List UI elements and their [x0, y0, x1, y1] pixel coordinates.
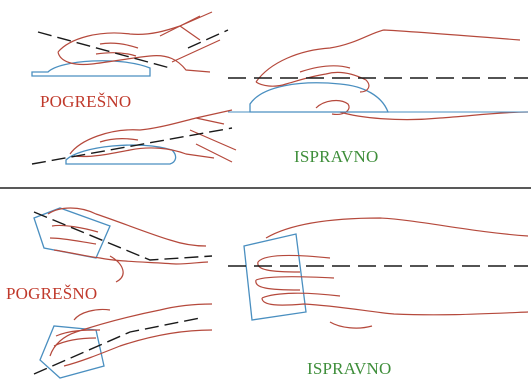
label-top-wrong: POGREŠNO	[40, 93, 131, 110]
axis-bottom-wrong-1	[34, 212, 212, 260]
top-right-hand-side-view	[228, 30, 528, 120]
hand-bottom-wrong-1	[48, 208, 208, 282]
mouse-top-right	[250, 83, 388, 112]
bottom-wrong-hand-top-view-1	[34, 208, 212, 282]
axis-top-wrong-2	[32, 128, 232, 164]
mouse-top-wrong	[32, 61, 150, 76]
label-bottom-wrong: POGREŠNO	[6, 285, 97, 302]
label-top-right: ISPRAVNO	[294, 148, 378, 165]
bottom-right-hand-top-view	[228, 218, 528, 328]
label-bottom-right: ISPRAVNO	[307, 360, 391, 377]
top-wrong-hand-side-view	[32, 12, 228, 76]
top-wrong-hand-low-view	[32, 110, 236, 164]
hand-top-right	[256, 30, 528, 120]
hand-top-wrong-2	[70, 110, 232, 158]
bottom-wrong-hand-top-view-2	[34, 304, 212, 378]
forearm-top-wrong	[160, 16, 220, 62]
